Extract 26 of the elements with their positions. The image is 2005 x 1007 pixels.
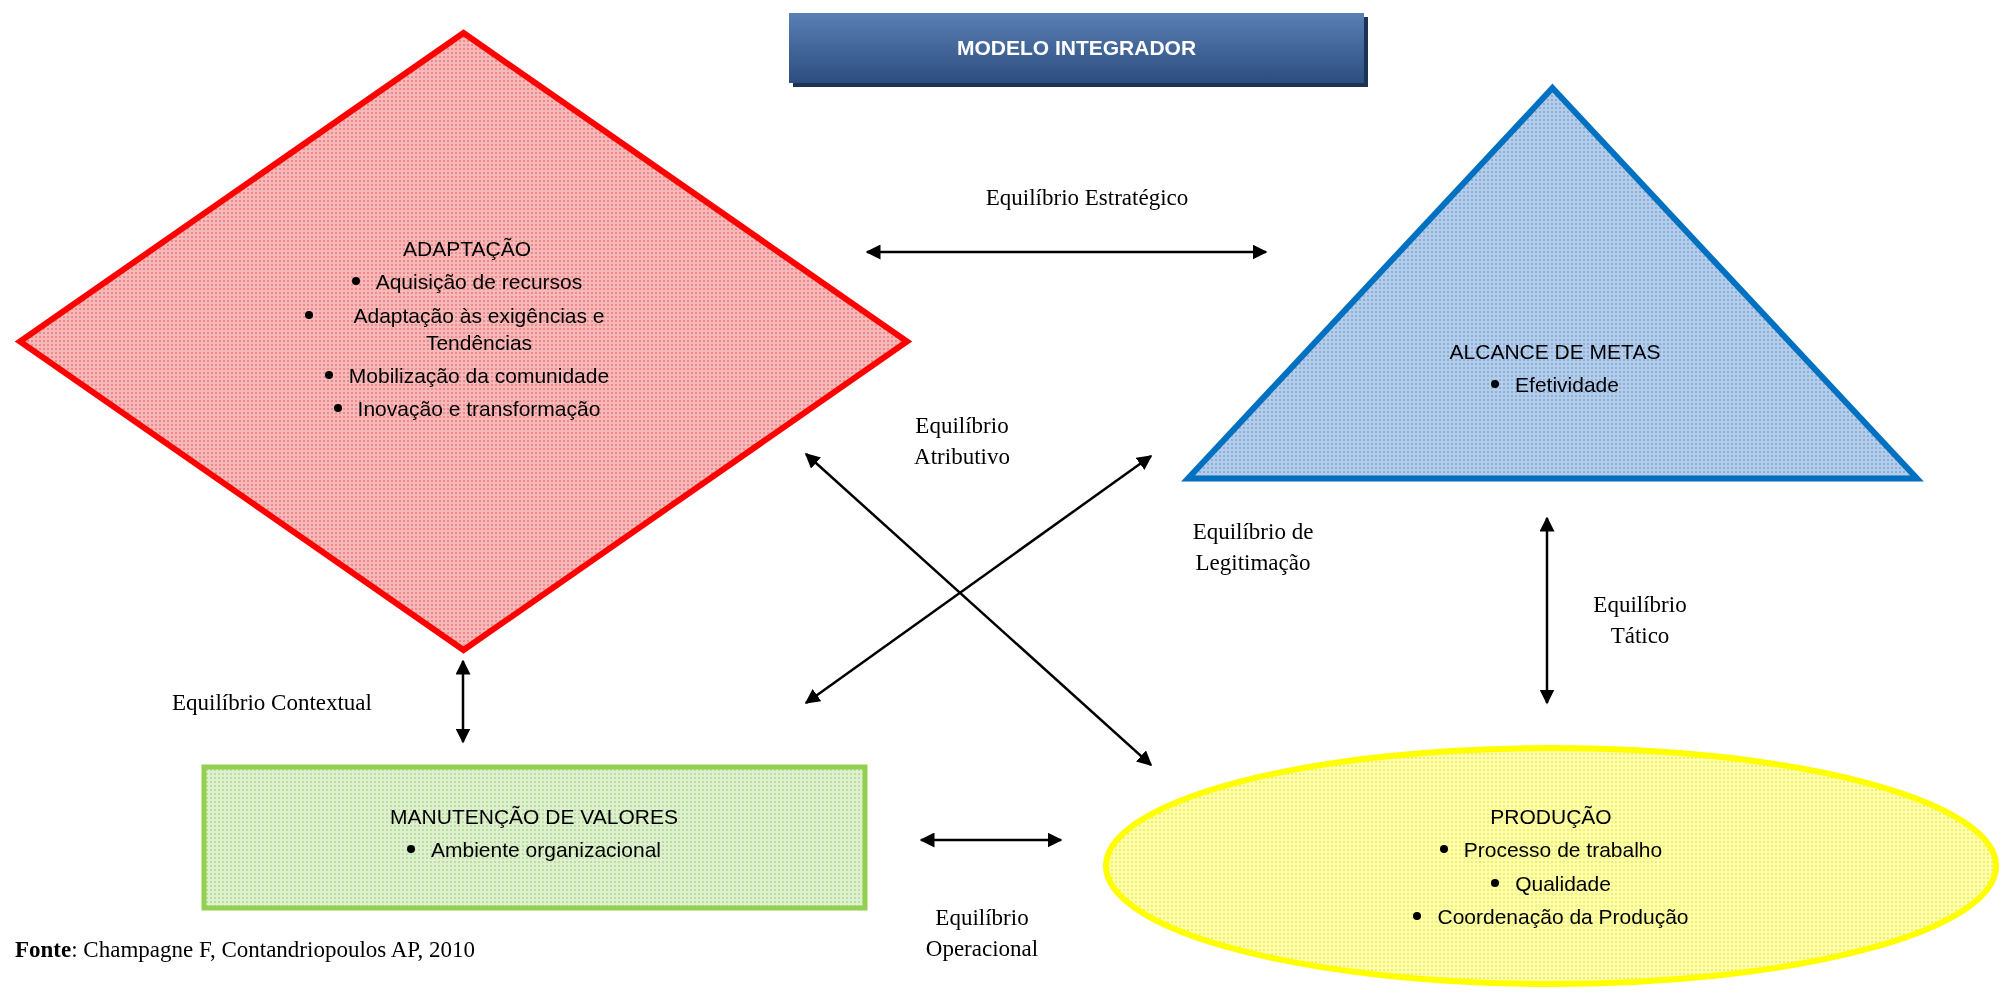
double-arrow (865, 244, 1268, 260)
edge-label: Equilíbrio Contextual (172, 689, 372, 718)
bullet-text: Aquisição de recursos (375, 269, 583, 296)
source-note: Fonte: Champagne F, Contandriopoulos AP, 2010 (15, 937, 476, 963)
bullet-text: Mobilização da comunidade (348, 363, 610, 390)
edge-label: Equilíbrio Atributivo (913, 411, 1011, 471)
double-arrow (804, 455, 1153, 704)
bullet-text: Inovação e transformação (357, 396, 601, 423)
bullet-text: Efetividade (1515, 372, 1619, 399)
bullet-text: Adaptação às exigências e Tendências (352, 302, 606, 356)
edge-label: Equilíbrio Tático (1592, 590, 1688, 650)
bullet-text: Coordenação da Produção (1437, 903, 1689, 930)
edge-label: Equilíbrio Operacional (924, 903, 1040, 963)
edge-label: Equilíbrio de Legitimação (1191, 517, 1315, 577)
double-arrow (919, 832, 1063, 848)
bullet-text: Qualidade (1515, 870, 1611, 897)
double-arrow (804, 453, 1153, 766)
bullet-text: Ambiente organizacional (431, 837, 661, 864)
edge-label: Equilíbrio Estratégico (985, 184, 1189, 213)
node-heading: ALCANCE DE METAS (1448, 339, 1662, 365)
bullet-text: Processo de trabalho (1463, 837, 1663, 864)
node-heading: MANUTENÇÃO DE VALORES (389, 804, 679, 830)
double-arrow (455, 659, 471, 744)
node-heading: PRODUÇÃO (1489, 804, 1613, 830)
node-heading: ADAPTAÇÃO (402, 236, 532, 262)
double-arrow (1539, 516, 1555, 705)
